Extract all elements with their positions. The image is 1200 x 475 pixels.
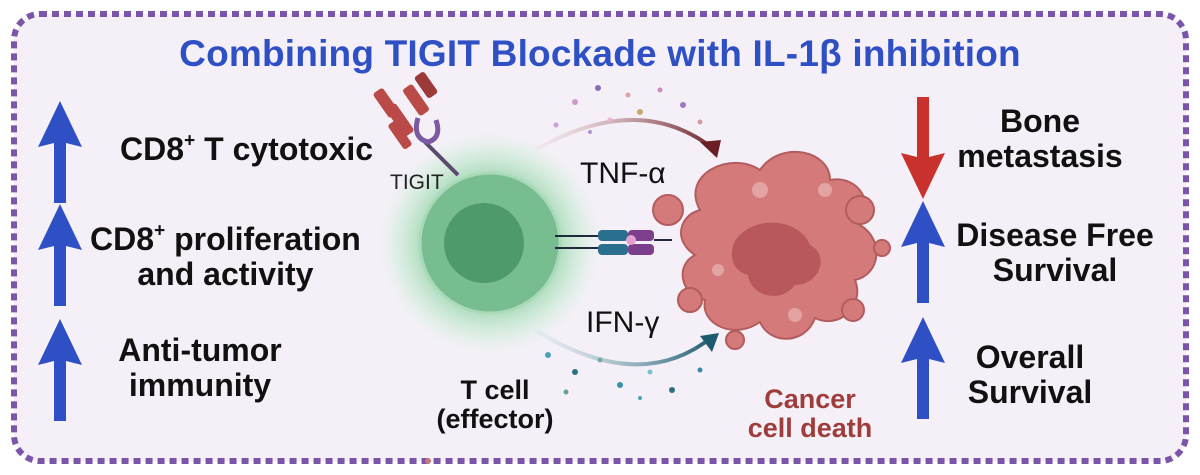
effect-label-line2: metastasis bbox=[957, 137, 1123, 174]
left-up-arrow-icon bbox=[38, 319, 82, 421]
cancer-label-line1: Cancer bbox=[764, 384, 856, 414]
cancer-cell-death-label: Cancer cell death bbox=[735, 384, 885, 444]
effect-label-rest: T cytotoxic bbox=[195, 131, 374, 167]
effect-bone-metastasis: Bone metastasis bbox=[935, 104, 1145, 173]
t-cell-label-line1: T cell bbox=[460, 375, 530, 405]
effect-label-sup: + bbox=[184, 130, 196, 152]
effect-label-line2: Survival bbox=[992, 251, 1118, 288]
t-cell-label-line2: (effector) bbox=[436, 404, 554, 435]
right-up-arrow-icon bbox=[901, 201, 945, 303]
diagram-title: Combining TIGIT Blockade with IL-1β inhi… bbox=[179, 33, 1021, 74]
t-cell-label: T cell (effector) bbox=[420, 375, 570, 435]
effect-label-line2: immunity bbox=[128, 366, 272, 403]
right-up-arrow-icon bbox=[901, 317, 945, 419]
left-up-arrow-icon bbox=[38, 101, 82, 203]
effect-overall-survival: Overall Survival bbox=[925, 340, 1135, 409]
effect-label-line2: and activity bbox=[137, 255, 314, 292]
effect-label-line1: Disease Free bbox=[956, 217, 1154, 253]
tnf-alpha-label: TNF-α bbox=[580, 157, 666, 190]
effect-label-line2: Survival bbox=[967, 373, 1093, 410]
ifn-release-arrow bbox=[533, 328, 714, 367]
frame-marker bbox=[425, 458, 431, 464]
effect-disease-free-survival: Disease Free Survival bbox=[935, 218, 1175, 287]
effect-cd8-proliferation: CD8+ proliferation and activity bbox=[90, 220, 361, 292]
ifn-gamma-label: IFN-γ bbox=[586, 306, 660, 339]
effect-label-rest: proliferation bbox=[165, 221, 361, 257]
effect-label-main: CD8 bbox=[90, 221, 155, 257]
effect-label-sup: + bbox=[154, 220, 166, 242]
effect-label-line1: Overall bbox=[975, 339, 1085, 375]
effect-anti-tumor: Anti-tumor immunity bbox=[95, 333, 305, 402]
tigit-antibody-icon bbox=[373, 72, 460, 177]
cytokine-particles bbox=[545, 85, 703, 400]
effect-label-line1: Bone bbox=[1000, 103, 1080, 139]
effect-cd8-cytotoxic: CD8+ T cytotoxic bbox=[120, 130, 374, 167]
effect-label-line1: Anti-tumor bbox=[118, 332, 282, 368]
right-down-arrow-icon bbox=[901, 97, 945, 199]
cancer-cell-icon bbox=[652, 151, 891, 350]
tcr-mhc-binding-icon bbox=[555, 230, 672, 255]
cancer-label-line2: cell death bbox=[747, 413, 873, 444]
effect-label-main: CD8 bbox=[120, 131, 185, 167]
tigit-label: TIGIT bbox=[390, 171, 444, 194]
left-up-arrow-icon bbox=[38, 204, 82, 306]
t-cell-icon bbox=[372, 125, 608, 361]
tnf-release-arrow bbox=[534, 118, 717, 152]
